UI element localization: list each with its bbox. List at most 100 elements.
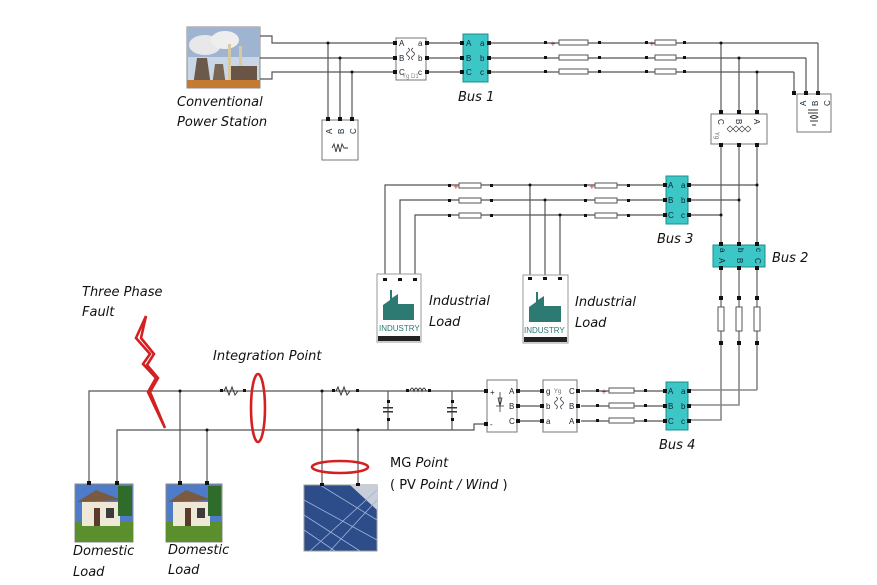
svg-text:INDUSTRY: INDUSTRY bbox=[379, 324, 420, 333]
svg-text:-: - bbox=[490, 420, 493, 429]
fault-label-line2: Fault bbox=[82, 305, 115, 320]
svg-text:b: b bbox=[418, 54, 423, 63]
svg-text:c: c bbox=[480, 68, 484, 77]
svg-text:C: C bbox=[399, 68, 405, 77]
svg-text:+: + bbox=[649, 40, 655, 48]
integration-point-label: Integration Point bbox=[213, 349, 322, 364]
svg-text:+: + bbox=[589, 183, 595, 191]
svg-text:A: A bbox=[717, 258, 726, 264]
svg-text:B: B bbox=[668, 196, 673, 205]
svg-text:+: + bbox=[601, 388, 607, 396]
transformer-coil-icon bbox=[406, 47, 415, 61]
pv-panel[interactable] bbox=[303, 483, 378, 552]
svg-text:C: C bbox=[668, 211, 674, 220]
transformer-2[interactable]: C B A Yg bbox=[710, 110, 768, 147]
bus-4-label: Bus 4 bbox=[659, 438, 695, 453]
svg-text:c: c bbox=[681, 417, 685, 426]
svg-text:a: a bbox=[718, 248, 727, 253]
svg-text:Yg: Yg bbox=[713, 131, 720, 140]
station-rlc-load[interactable]: A B C bbox=[321, 117, 359, 161]
capacitor-icon bbox=[383, 407, 393, 409]
three-phase-fault-icon bbox=[134, 315, 167, 429]
fault-label-line1: Three Phase bbox=[82, 285, 162, 300]
svg-text:b: b bbox=[736, 248, 745, 253]
bus-2[interactable]: a b c A B C bbox=[712, 242, 766, 270]
line-tx3-to-bus4: + bbox=[581, 387, 663, 424]
industrial-load-1-label-line1: Industrial bbox=[429, 294, 490, 309]
capacitor-icon bbox=[447, 407, 457, 409]
svg-text:A: A bbox=[569, 417, 575, 426]
svg-text:B: B bbox=[466, 54, 471, 63]
domestic-load-2-label-line2: Load bbox=[168, 563, 200, 578]
industrial-load-1[interactable]: INDUSTRY bbox=[376, 273, 422, 343]
transformer-3[interactable]: g b a C B A Yg bbox=[540, 379, 580, 433]
integration-point-marker bbox=[249, 372, 267, 444]
svg-text:c: c bbox=[754, 248, 763, 252]
line-bus3-industrial: + + bbox=[384, 182, 759, 275]
svg-text:+: + bbox=[550, 40, 556, 48]
industrial-load-2[interactable]: INDUSTRY bbox=[522, 274, 569, 344]
svg-text:A: A bbox=[509, 387, 515, 396]
industrial-load-1-label-line2: Load bbox=[429, 315, 461, 330]
svg-text:B: B bbox=[668, 402, 673, 411]
svg-text:a: a bbox=[681, 181, 686, 190]
line-bus2-to-bus4 bbox=[690, 270, 761, 421]
bus-3[interactable]: A B C a b c bbox=[663, 175, 691, 225]
svg-text:a: a bbox=[681, 387, 686, 396]
power-station-label-line2: Power Station bbox=[177, 115, 267, 130]
bus-3-label: Bus 3 bbox=[657, 232, 693, 247]
resistor-icon bbox=[331, 142, 348, 153]
power-station[interactable] bbox=[186, 26, 261, 89]
svg-text:B: B bbox=[569, 402, 574, 411]
svg-text:c: c bbox=[681, 211, 685, 220]
resistor-icon bbox=[335, 385, 351, 397]
svg-text:A: A bbox=[799, 100, 808, 106]
svg-text:B: B bbox=[337, 129, 346, 134]
svg-text:B: B bbox=[734, 119, 743, 124]
inductor-icon bbox=[409, 387, 427, 393]
transformer-1[interactable]: A B C a b c Yg D1 bbox=[393, 37, 429, 81]
factory-icon bbox=[529, 292, 561, 322]
diode-icon bbox=[496, 392, 504, 412]
svg-text:C: C bbox=[823, 100, 832, 106]
resistor-icon bbox=[223, 385, 239, 397]
converter-block[interactable]: + - A B C bbox=[484, 379, 520, 433]
svg-text:C: C bbox=[716, 119, 725, 125]
svg-text:C: C bbox=[349, 128, 358, 134]
right-rlc-load[interactable]: A B C bbox=[792, 91, 832, 133]
svg-text:C: C bbox=[753, 258, 762, 264]
bus-4[interactable]: A B C a b c bbox=[663, 381, 691, 431]
svg-text:+: + bbox=[490, 388, 495, 397]
transformer-coil-icon bbox=[726, 125, 752, 133]
svg-text:B: B bbox=[399, 54, 404, 63]
svg-text:+: + bbox=[453, 183, 459, 191]
power-station-label-line1: Conventional bbox=[177, 95, 263, 110]
bus-2-label: Bus 2 bbox=[772, 251, 808, 266]
tx2-to-bus2-wires bbox=[720, 147, 758, 246]
svg-text:b: b bbox=[480, 54, 485, 63]
domestic-load-2-label-line1: Domestic bbox=[168, 543, 229, 558]
svg-text:C: C bbox=[509, 417, 515, 426]
svg-text:Yg D1: Yg D1 bbox=[402, 74, 419, 80]
svg-text:a: a bbox=[546, 417, 551, 426]
domestic-load-2[interactable] bbox=[165, 481, 223, 543]
top-transmission-wires bbox=[260, 35, 396, 120]
domestic-load-1[interactable] bbox=[74, 481, 134, 543]
mg-feeder-wires bbox=[88, 385, 484, 485]
industrial-load-2-label-line2: Load bbox=[575, 316, 607, 331]
svg-text:c: c bbox=[418, 68, 422, 77]
svg-text:A: A bbox=[668, 181, 674, 190]
svg-text:A: A bbox=[668, 387, 674, 396]
bus-1[interactable]: A B C a b c bbox=[460, 33, 491, 83]
domestic-load-1-label-line1: Domestic bbox=[73, 544, 134, 559]
bus-1-label: Bus 1 bbox=[458, 90, 494, 105]
svg-text:A: A bbox=[752, 119, 761, 125]
capacitor-icon bbox=[808, 109, 819, 126]
mg-point-marker bbox=[310, 459, 370, 475]
svg-text:A: A bbox=[466, 39, 472, 48]
line-bus1-to-bus2: + + bbox=[491, 39, 819, 112]
factory-icon bbox=[383, 290, 414, 320]
svg-text:B: B bbox=[735, 258, 744, 263]
svg-text:B: B bbox=[811, 101, 820, 106]
